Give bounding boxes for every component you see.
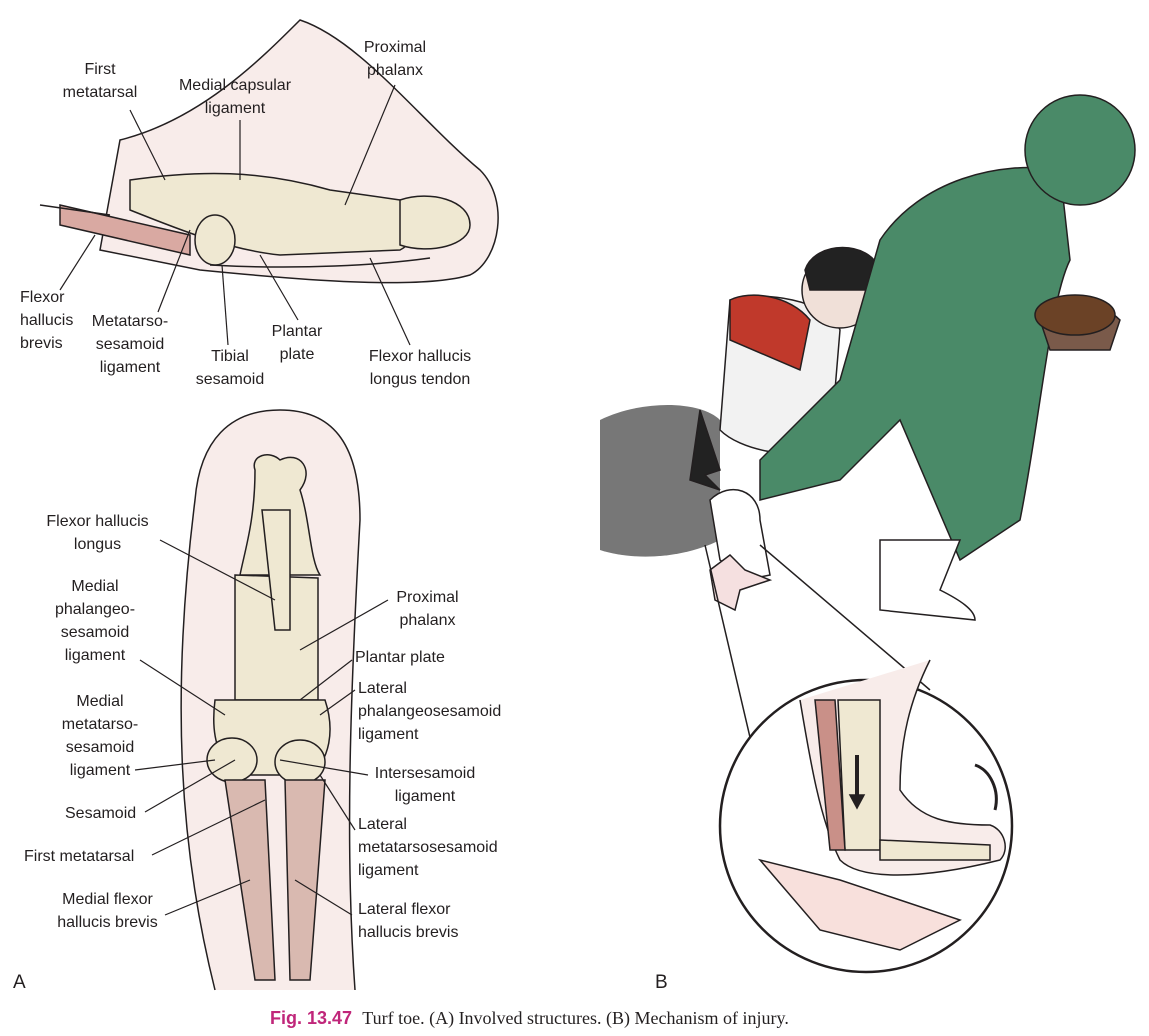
- leader-lines-a: [59, 84, 411, 916]
- figure-caption: Fig. 13.47 Turf toe. (A) Involved struct…: [270, 1008, 789, 1029]
- label-metatarso-sesamoid-ligament: Metatarso- sesamoid ligament: [91, 313, 169, 376]
- label-flexor-hallucis-longus: Flexor hallucis longus: [46, 513, 149, 553]
- label-tibial-sesamoid: Tibial sesamoid: [195, 348, 265, 388]
- panel-letter-b: B: [655, 972, 668, 993]
- plantar-toe-illustration: [180, 409, 361, 991]
- label-medial-metatarso-sesamoid-ligament: Medial metatarso- sesamoid ligament: [61, 693, 139, 779]
- label-flexor-hallucis-brevis: Flexor hallucis brevis: [20, 289, 74, 352]
- label-proximal-phalanx-plantar: Proximal phalanx: [396, 589, 459, 629]
- label-medial-phalangeo-sesamoid-ligament: Medial phalangeo- sesamoid ligament: [54, 578, 136, 664]
- label-lateral-metatarsosesamoid-ligament: Lateral metatarsosesamoid ligament: [358, 816, 498, 879]
- label-flexor-hallucis-longus-tendon: Flexor hallucis longus tendon: [368, 348, 472, 388]
- label-medial-flexor-hallucis-brevis: Medial flexor hallucis brevis: [57, 891, 158, 931]
- label-plantar-plate-plantar: Plantar plate: [355, 649, 445, 666]
- panel-letter-a: A: [13, 972, 26, 993]
- label-plantar-plate-lateral: Plantar plate: [271, 323, 323, 363]
- label-intersesamoid-ligament: Intersesamoid ligament: [374, 765, 476, 805]
- label-sesamoid: Sesamoid: [65, 805, 137, 822]
- label-lateral-flexor-hallucis-brevis: Lateral flexor hallucis brevis: [358, 901, 459, 941]
- caption-text: Turf toe. (A) Involved structures. (B) M…: [362, 1008, 789, 1028]
- figure-number: Fig. 13.47: [270, 1008, 353, 1028]
- label-lateral-phalangeosesamoid-ligament: Lateral phalangeosesamoid ligament: [358, 680, 502, 743]
- label-first-metatarsal-lateral: First metatarsal: [62, 61, 138, 101]
- lateral-foot-illustration: [39, 19, 499, 284]
- label-proximal-phalanx-lateral: Proximal phalanx: [363, 39, 427, 79]
- label-first-metatarsal-plantar: First metatarsal: [24, 848, 135, 865]
- label-medial-capsular-ligament: Medial capsular ligament: [178, 77, 292, 117]
- zoom-inset-circle: [704, 544, 1014, 974]
- football-players-illustration: [600, 94, 1136, 621]
